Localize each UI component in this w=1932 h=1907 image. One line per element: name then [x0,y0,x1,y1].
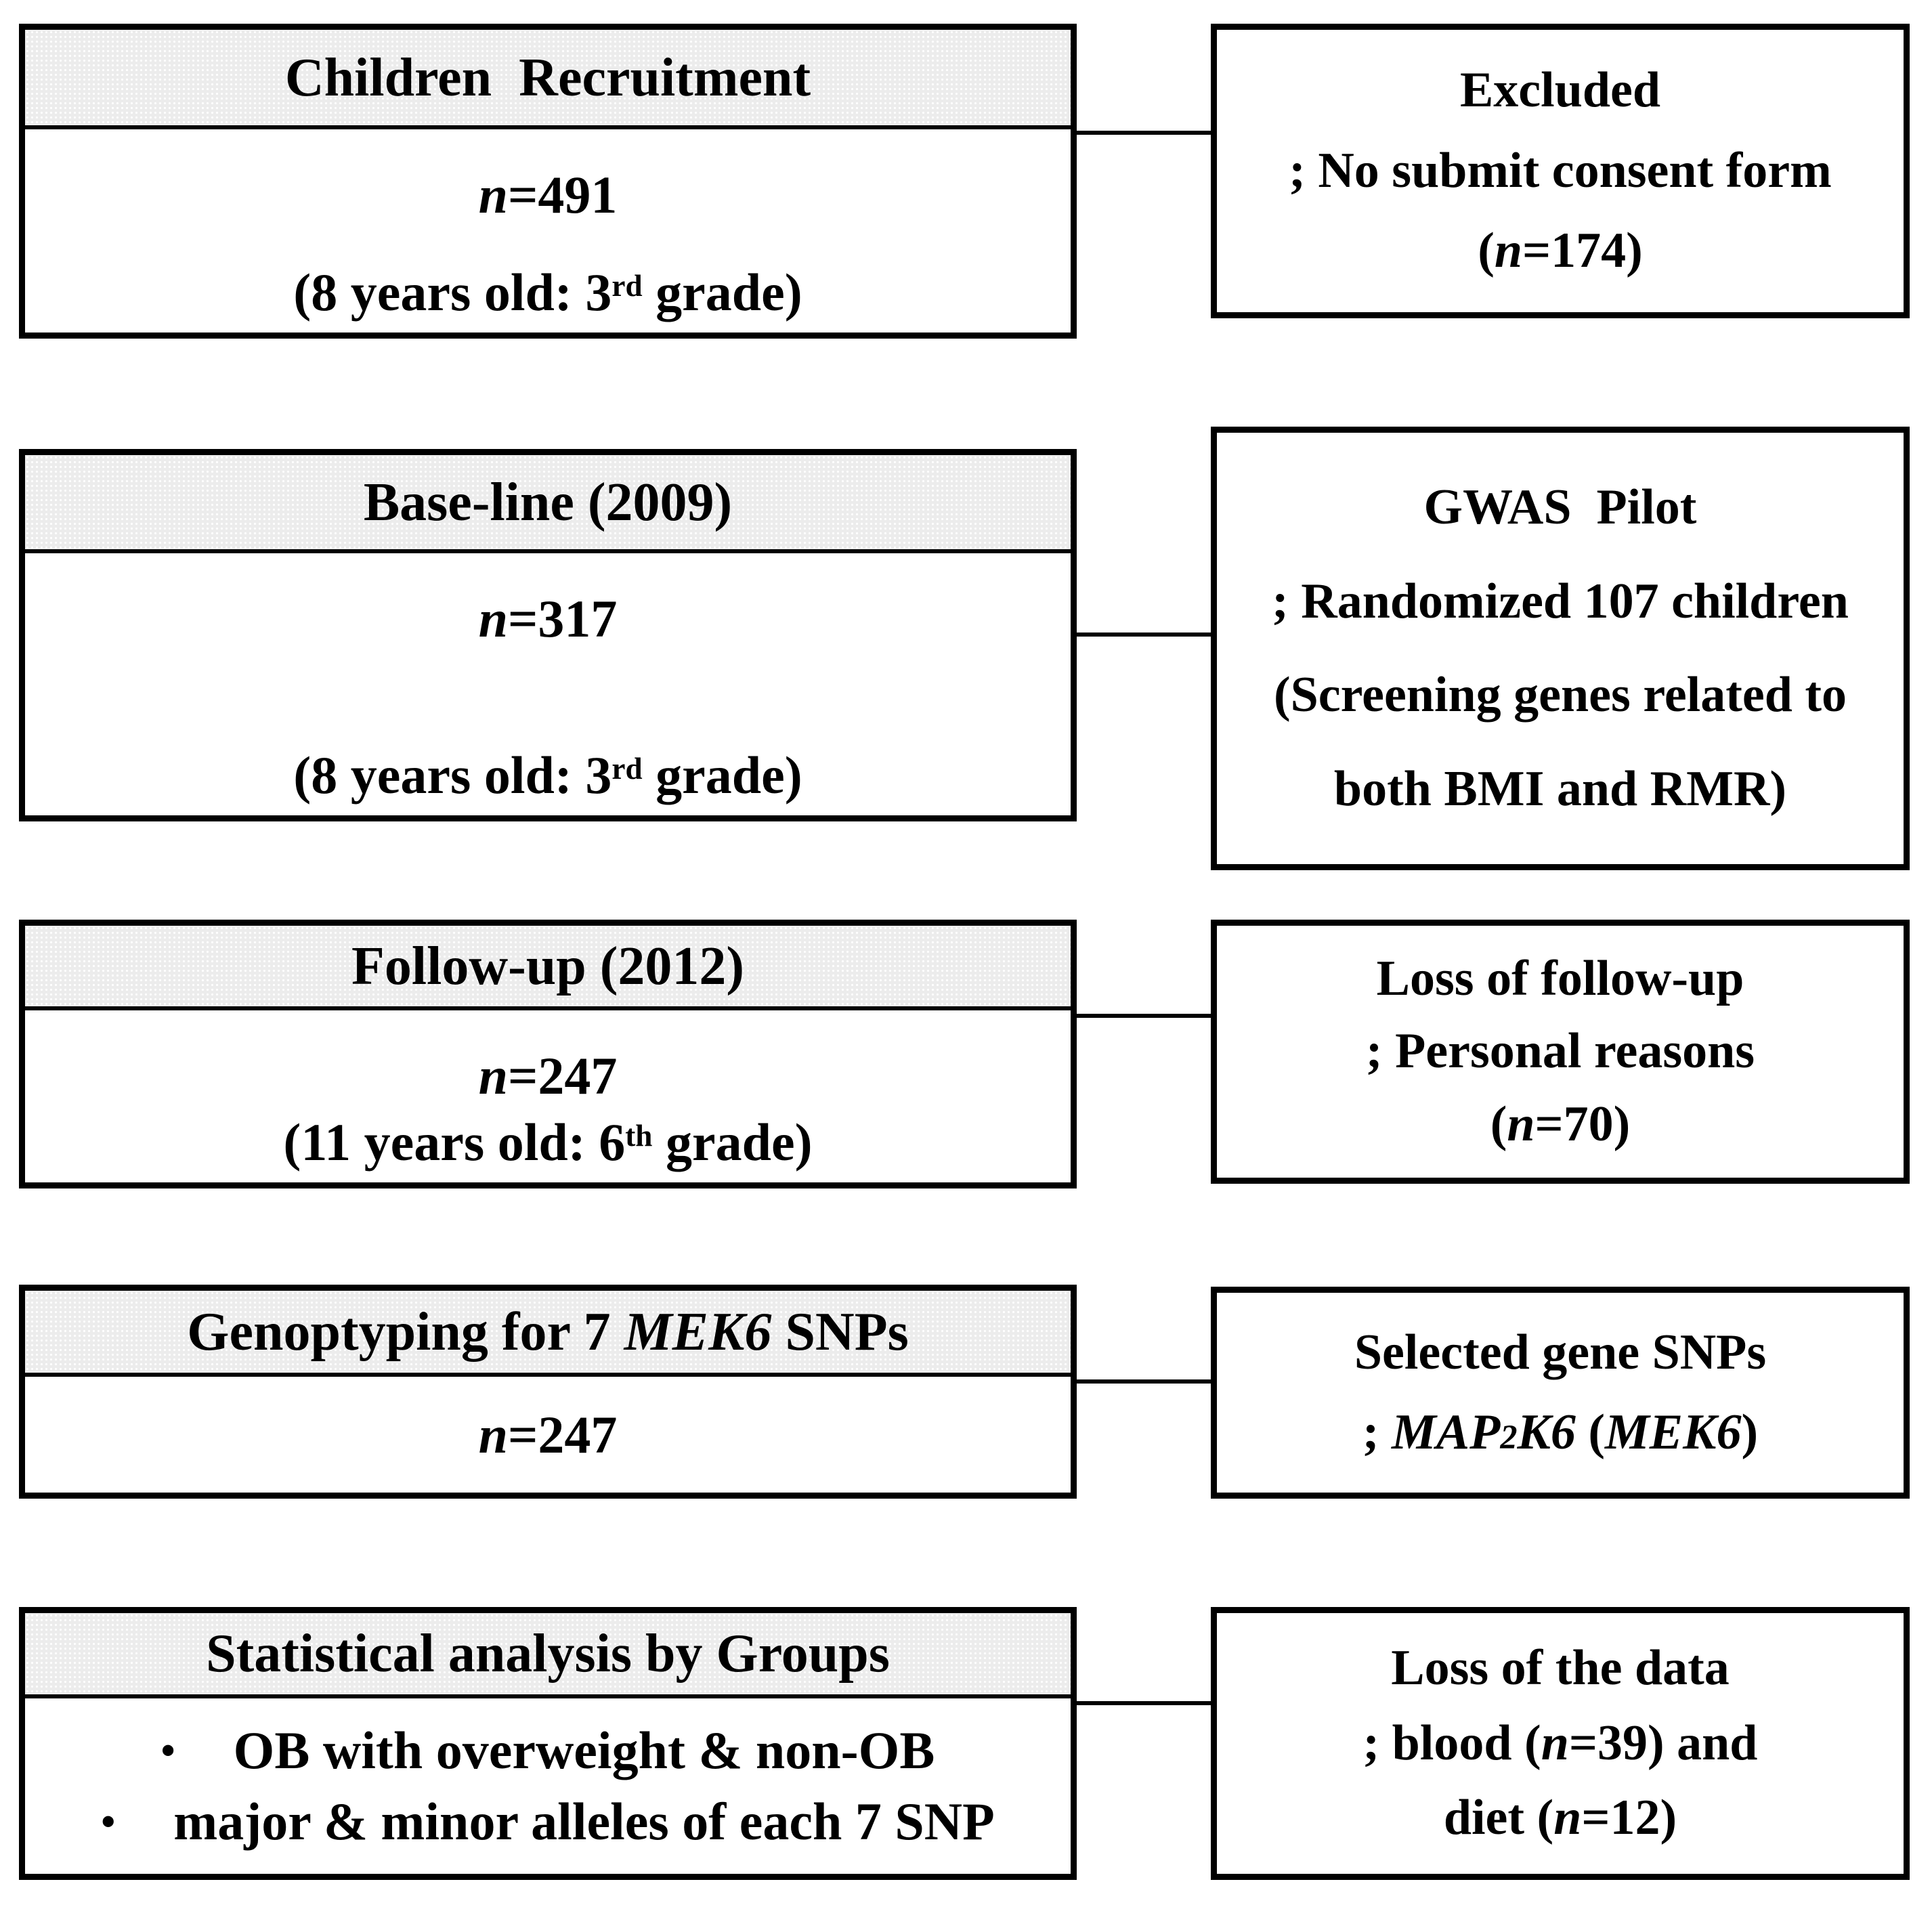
age-grade-line: (8 years old: 3rd grade) [293,263,802,322]
stage-title: Genoptyping for 7 MEK6 SNPs [187,1302,909,1362]
age-grade-line: (11 years old: 6th grade) [283,1113,813,1172]
stage-title: Children Recruitment [284,47,811,108]
stage-header-genotyping: Genoptyping for 7 MEK6 SNPs [25,1291,1071,1377]
stage-header-baseline-2009: Base-line (2009) [25,455,1071,553]
note-line: ; blood (n=39) and [1362,1715,1758,1771]
note-box-loss-of-followup: Loss of follow-up ; Personal reasons (n=… [1211,920,1910,1184]
stage-box-statistical-analysis: Statistical analysis by Groups • OB with… [19,1607,1077,1880]
stage-title: Follow-up (2012) [351,936,744,996]
note-line: Loss of the data [1391,1640,1730,1696]
sample-size-line: n=247 [478,1405,618,1464]
stage-body: • OB with overweight & non-OB • major & … [25,1698,1071,1874]
stage-header-statistical-analysis: Statistical analysis by Groups [25,1613,1071,1698]
stage-body: n=247 [25,1377,1071,1493]
stage-header-children-recruitment: Children Recruitment [25,30,1071,129]
note-line: Loss of follow-up [1376,951,1744,1007]
connector-line-3 [1073,1014,1215,1018]
note-line: ; No submit consent form [1289,142,1832,198]
note-line: diet (n=12) [1443,1790,1677,1846]
note-line: (Screening genes related to [1273,667,1847,723]
stage-title: Base-line (2009) [363,472,733,532]
stage-header-followup-2012: Follow-up (2012) [25,926,1071,1010]
stage-box-children-recruitment: Children Recruitment n=491 (8 years old:… [19,24,1077,339]
bullet-text: major & minor alleles of each 7 SNP [173,1792,995,1851]
stage-title: Statistical analysis by Groups [206,1624,890,1684]
note-box-gwas-pilot: GWAS Pilot ; Randomized 107 children (Sc… [1211,427,1910,870]
stage-body: n=317 (8 years old: 3rd grade) [25,553,1071,815]
age-grade-line: (8 years old: 3rd grade) [293,746,802,805]
bullet-text: OB with overweight & non-OB [233,1720,935,1780]
bullet-item: • major & minor alleles of each 7 SNP [101,1791,994,1852]
note-line: ; MAP2K6 (MEK6) [1362,1404,1759,1460]
note-line: Excluded [1459,62,1661,119]
note-line: Selected gene SNPs [1354,1325,1767,1381]
sample-size-line: n=317 [478,589,618,648]
note-line: (n=70) [1490,1096,1631,1152]
connector-line-1 [1073,131,1215,135]
sample-size-line: n=247 [478,1046,618,1105]
stage-box-followup-2012: Follow-up (2012) n=247 (11 years old: 6t… [19,920,1077,1188]
stage-box-baseline-2009: Base-line (2009) n=317 (8 years old: 3rd… [19,449,1077,821]
stage-box-genotyping: Genoptyping for 7 MEK6 SNPs n=247 [19,1285,1077,1499]
connector-line-2 [1073,633,1215,637]
note-line: ; Randomized 107 children [1272,573,1849,629]
connector-line-4 [1073,1379,1215,1384]
connector-line-5 [1073,1701,1215,1705]
sample-size-line: n=491 [478,165,618,224]
note-line: GWAS Pilot [1423,479,1697,535]
stage-body: n=247 (11 years old: 6th grade) [25,1010,1071,1182]
bullet-item: • OB with overweight & non-OB [161,1720,935,1781]
bullet-icon: • [160,1728,175,1773]
note-line: (n=174) [1478,223,1643,279]
note-box-loss-of-data: Loss of the data ; blood (n=39) and diet… [1211,1607,1910,1880]
note-box-excluded: Excluded ; No submit consent form (n=174… [1211,24,1910,318]
note-line: ; Personal reasons [1365,1023,1755,1079]
bullet-icon: • [101,1799,116,1845]
note-box-selected-gene-snps: Selected gene SNPs ; MAP2K6 (MEK6) [1211,1287,1910,1499]
stage-body: n=491 (8 years old: 3rd grade) [25,129,1071,333]
note-line: both BMI and RMR) [1333,761,1787,817]
